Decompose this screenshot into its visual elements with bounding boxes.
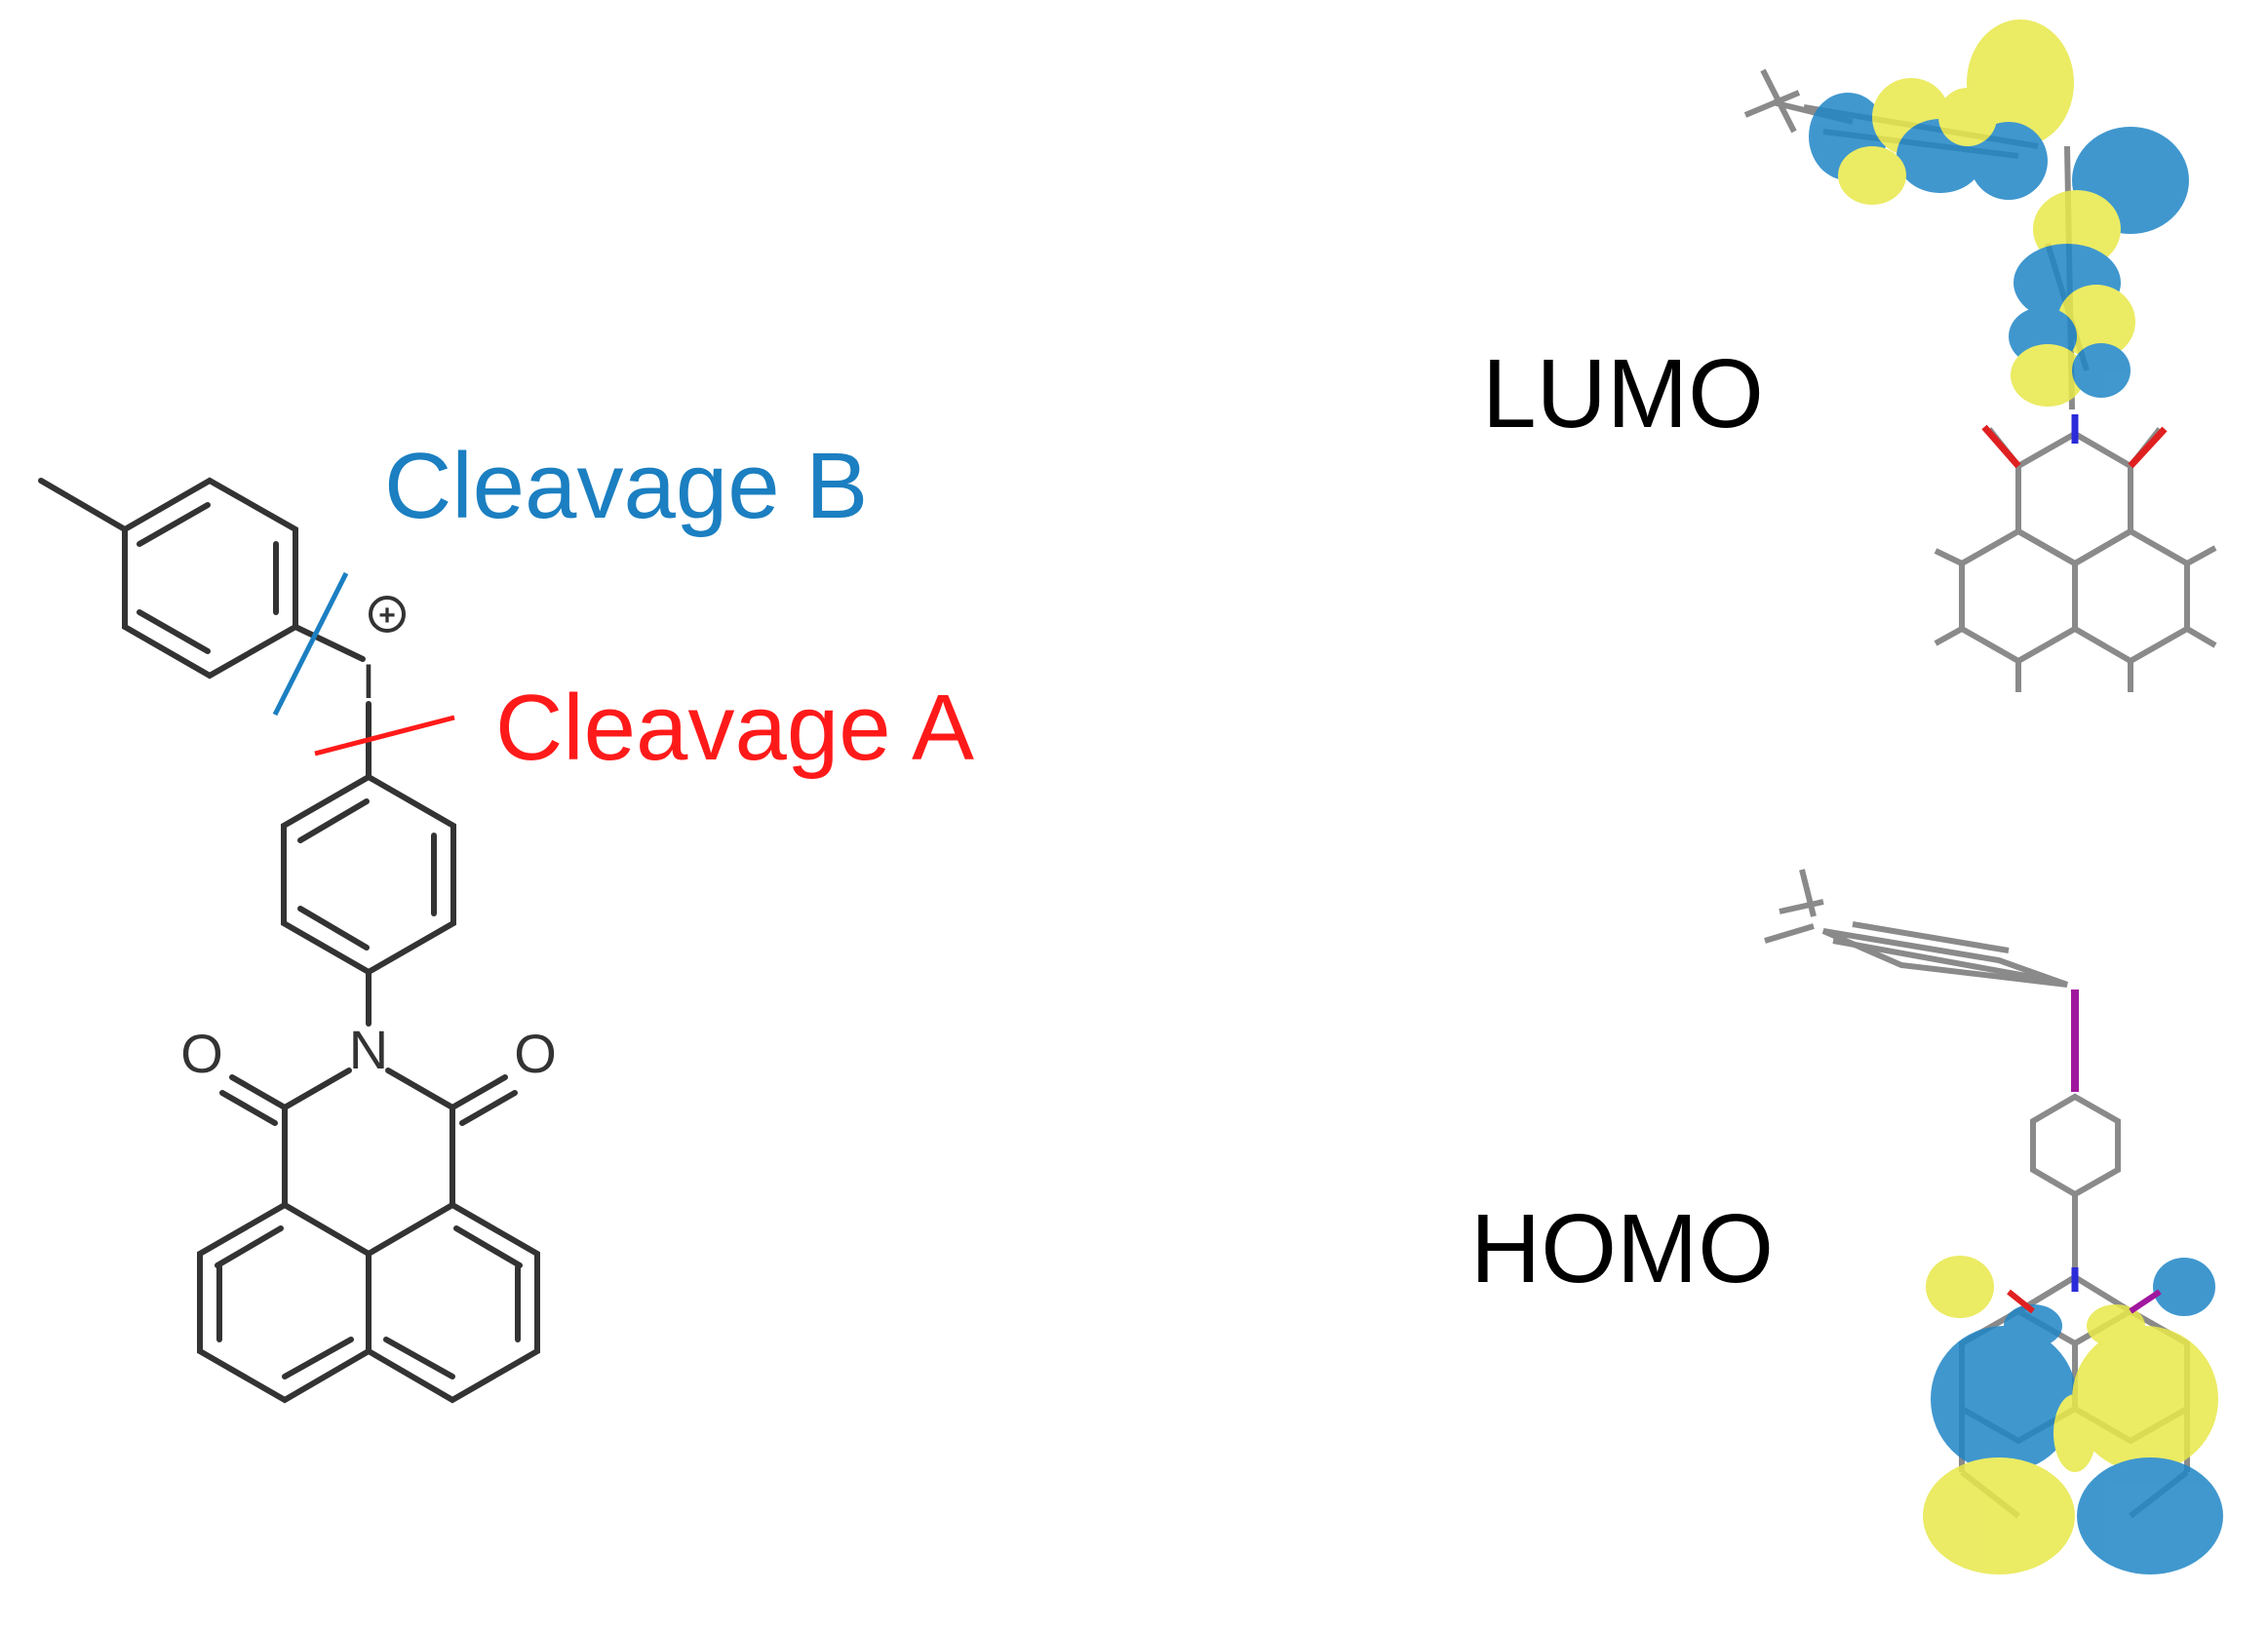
carbonyl-right bbox=[450, 1074, 508, 1110]
chemical-structure bbox=[38, 477, 540, 1404]
lumo-orbital-render bbox=[1743, 19, 2217, 692]
carbonyl-left bbox=[229, 1074, 288, 1110]
lumo-lobes bbox=[1809, 19, 2189, 407]
homo-oxygen-atom bbox=[2007, 1289, 2035, 1314]
tolyl-ring bbox=[122, 477, 298, 680]
nitrogen-label: N bbox=[349, 1019, 388, 1080]
homo-lobes bbox=[1923, 1256, 2223, 1574]
cleavage-a-marker bbox=[314, 715, 455, 757]
homo-label: HOMO bbox=[1470, 1194, 1774, 1303]
iodine-label: I bbox=[362, 654, 375, 709]
homo-oxygen-atom bbox=[2129, 1289, 2162, 1314]
cleavage-a-label: Cleavage A bbox=[495, 676, 974, 780]
cleavage-b-marker bbox=[272, 571, 349, 717]
homo-orbital-render bbox=[1764, 869, 2223, 1574]
lumo-oxygen-atom bbox=[1981, 424, 2021, 469]
charge-label: + bbox=[378, 600, 396, 632]
naphthalene-ring-right bbox=[366, 1201, 540, 1404]
oxygen-left-label: O bbox=[180, 1023, 223, 1084]
methyl-bond bbox=[38, 478, 128, 532]
oxygen-right-label: O bbox=[514, 1023, 557, 1084]
lumo-label: LUMO bbox=[1482, 339, 1764, 448]
cleavage-b-label: Cleavage B bbox=[384, 434, 868, 538]
lumo-oxygen-atom bbox=[2128, 426, 2168, 469]
positive-charge-icon bbox=[369, 596, 406, 633]
atom-labels: I + N O O bbox=[180, 596, 557, 1084]
aryl-iodine-bond-b bbox=[293, 624, 366, 662]
naphthalene-ring-left bbox=[197, 1201, 371, 1404]
phenylene-ring bbox=[281, 773, 456, 976]
